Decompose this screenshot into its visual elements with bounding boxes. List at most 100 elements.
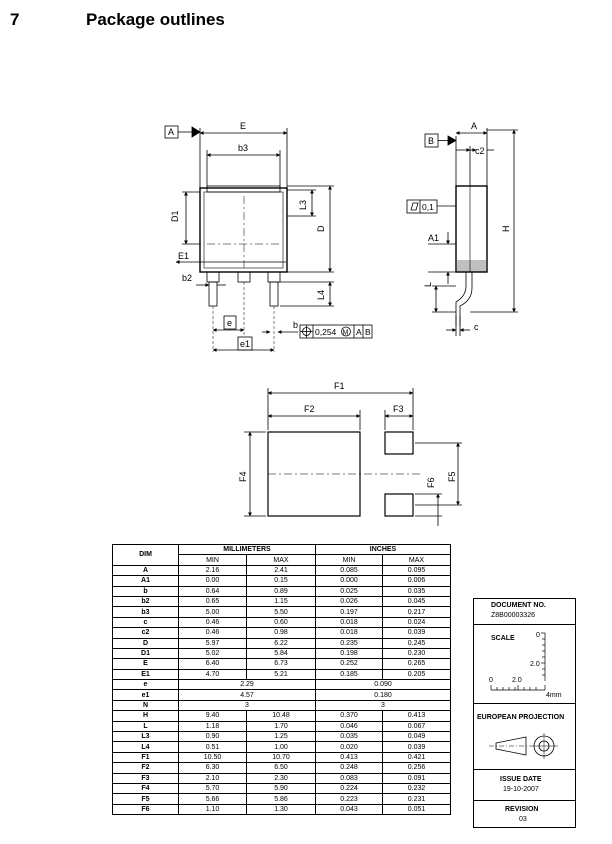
in-max-cell: 0.217 — [382, 606, 451, 618]
scale-label: SCALE — [491, 635, 515, 642]
dim-cell: L3 — [112, 731, 179, 743]
mm-min-cell: 5.70 — [178, 782, 247, 795]
in-max-cell: 0.035 — [382, 585, 451, 597]
dim-F1-label: F1 — [334, 381, 345, 391]
mm-max-cell: 5.84 — [246, 647, 316, 660]
mm-min-cell: 2.16 — [178, 564, 247, 577]
in-max-cell: 0.095 — [382, 564, 451, 577]
dim-cell: b2 — [112, 595, 179, 608]
side-body — [455, 185, 488, 273]
in-min-header: MIN — [315, 554, 383, 566]
in-max-cell: 0.205 — [382, 668, 451, 681]
in-max-cell: 0.024 — [382, 616, 451, 629]
mm-min-cell: 0.46 — [178, 616, 247, 629]
in-min-cell: 0.223 — [315, 793, 383, 805]
mm-max-cell: 1.30 — [246, 803, 316, 816]
dim-F2-label: F2 — [304, 404, 315, 414]
dim-cell: F4 — [112, 782, 179, 795]
in-max-cell: 0.256 — [382, 762, 451, 774]
title-block: DOCUMENT NO. Z8B00003326 SCALE 0 2.0 0 2… — [473, 598, 576, 828]
mm-min-cell: 1.10 — [178, 803, 247, 816]
footprint-drawing — [244, 388, 462, 526]
in-max-cell: 0.265 — [382, 658, 451, 670]
tolerance-value: 0,254 — [315, 327, 337, 337]
lead-3 — [269, 281, 279, 307]
in-max-cell: 0.051 — [382, 803, 451, 816]
section-title: Package outlines — [86, 10, 225, 29]
mm-min-cell: 5.00 — [178, 606, 247, 618]
in-min-cell: 0.046 — [315, 720, 383, 733]
mm-max-cell: 1.25 — [246, 731, 316, 743]
dim-L4-label: L4 — [316, 290, 326, 300]
mm-min-cell: 0.51 — [178, 741, 247, 753]
scale-tick-2-vertical: 2.0 — [530, 661, 540, 668]
in-max-cell: 0.413 — [382, 710, 451, 722]
dim-cell: L — [112, 720, 179, 733]
mm-min-cell: 6.40 — [178, 658, 247, 670]
mm-min-cell: 0.64 — [178, 585, 247, 597]
in-max-cell: 0.039 — [382, 741, 451, 753]
revision-section: REVISION 03 — [474, 801, 575, 827]
dim-E1-label: E1 — [178, 251, 189, 261]
in-max-cell: 0.091 — [382, 772, 451, 785]
mm-min-cell: 10.50 — [178, 751, 247, 764]
dimensions-table: DIM MILLIMETERS INCHES MIN MAX MIN MAX A… — [112, 543, 451, 816]
tolerance-datum-b: B — [365, 327, 371, 337]
dim-cell: E1 — [112, 668, 179, 681]
mm-min-cell: 2.10 — [178, 772, 247, 785]
package-outline-drawing: A E b3 D1 L3 D E1 b2 L4 e b e1 0,254 M A… — [164, 121, 518, 526]
mm-max-cell: 1.15 — [246, 595, 316, 608]
mm-max-cell: 0.89 — [246, 585, 316, 597]
mm-min-cell: 4.70 — [178, 668, 247, 681]
datum-a-label: A — [168, 127, 174, 137]
projection-label: EUROPEAN PROJECTION — [477, 714, 565, 721]
tolerance-frame — [299, 324, 373, 339]
dim-c-label: c — [474, 322, 479, 332]
package-body — [199, 187, 288, 273]
in-min-cell: 0.018 — [315, 627, 383, 639]
mm-max-cell: 10.70 — [246, 751, 316, 764]
issue-date-label: ISSUE DATE — [500, 776, 542, 783]
in-max-cell: 0.421 — [382, 751, 451, 764]
in-min-cell: 0.198 — [315, 647, 383, 660]
dim-cell: F3 — [112, 772, 179, 785]
in-min-cell: 0.000 — [315, 575, 383, 587]
in-min-cell: 0.235 — [315, 637, 383, 649]
mm-min-cell: 1.18 — [178, 720, 247, 733]
mm-max-cell: 6.50 — [246, 762, 316, 774]
in-min-cell: 0.370 — [315, 710, 383, 722]
issue-date-section: ISSUE DATE 19-10-2007 — [474, 770, 575, 801]
in-min-cell: 0.085 — [315, 564, 383, 577]
in-max-header: MAX — [382, 554, 451, 566]
in-max-cell: 0.049 — [382, 731, 451, 743]
dim-E-label: E — [240, 121, 246, 131]
tolerance-modifier: M — [343, 330, 349, 337]
in-min-cell: 0.026 — [315, 595, 383, 608]
mm-nominal-cell: 2.29 — [178, 679, 316, 691]
scale-section: SCALE 0 2.0 0 2.0 4mm — [474, 625, 575, 704]
section-number: 7 — [10, 10, 20, 29]
projection-section: EUROPEAN PROJECTION — [474, 704, 575, 770]
mm-max-header: MAX — [246, 554, 316, 566]
dim-cell: E — [112, 658, 179, 670]
mm-max-cell: 2.30 — [246, 772, 316, 785]
in-max-cell: 0.039 — [382, 627, 451, 639]
mm-min-cell: 5.66 — [178, 793, 247, 805]
dim-header: DIM — [112, 544, 179, 566]
scale-unit: 4mm — [546, 692, 562, 699]
